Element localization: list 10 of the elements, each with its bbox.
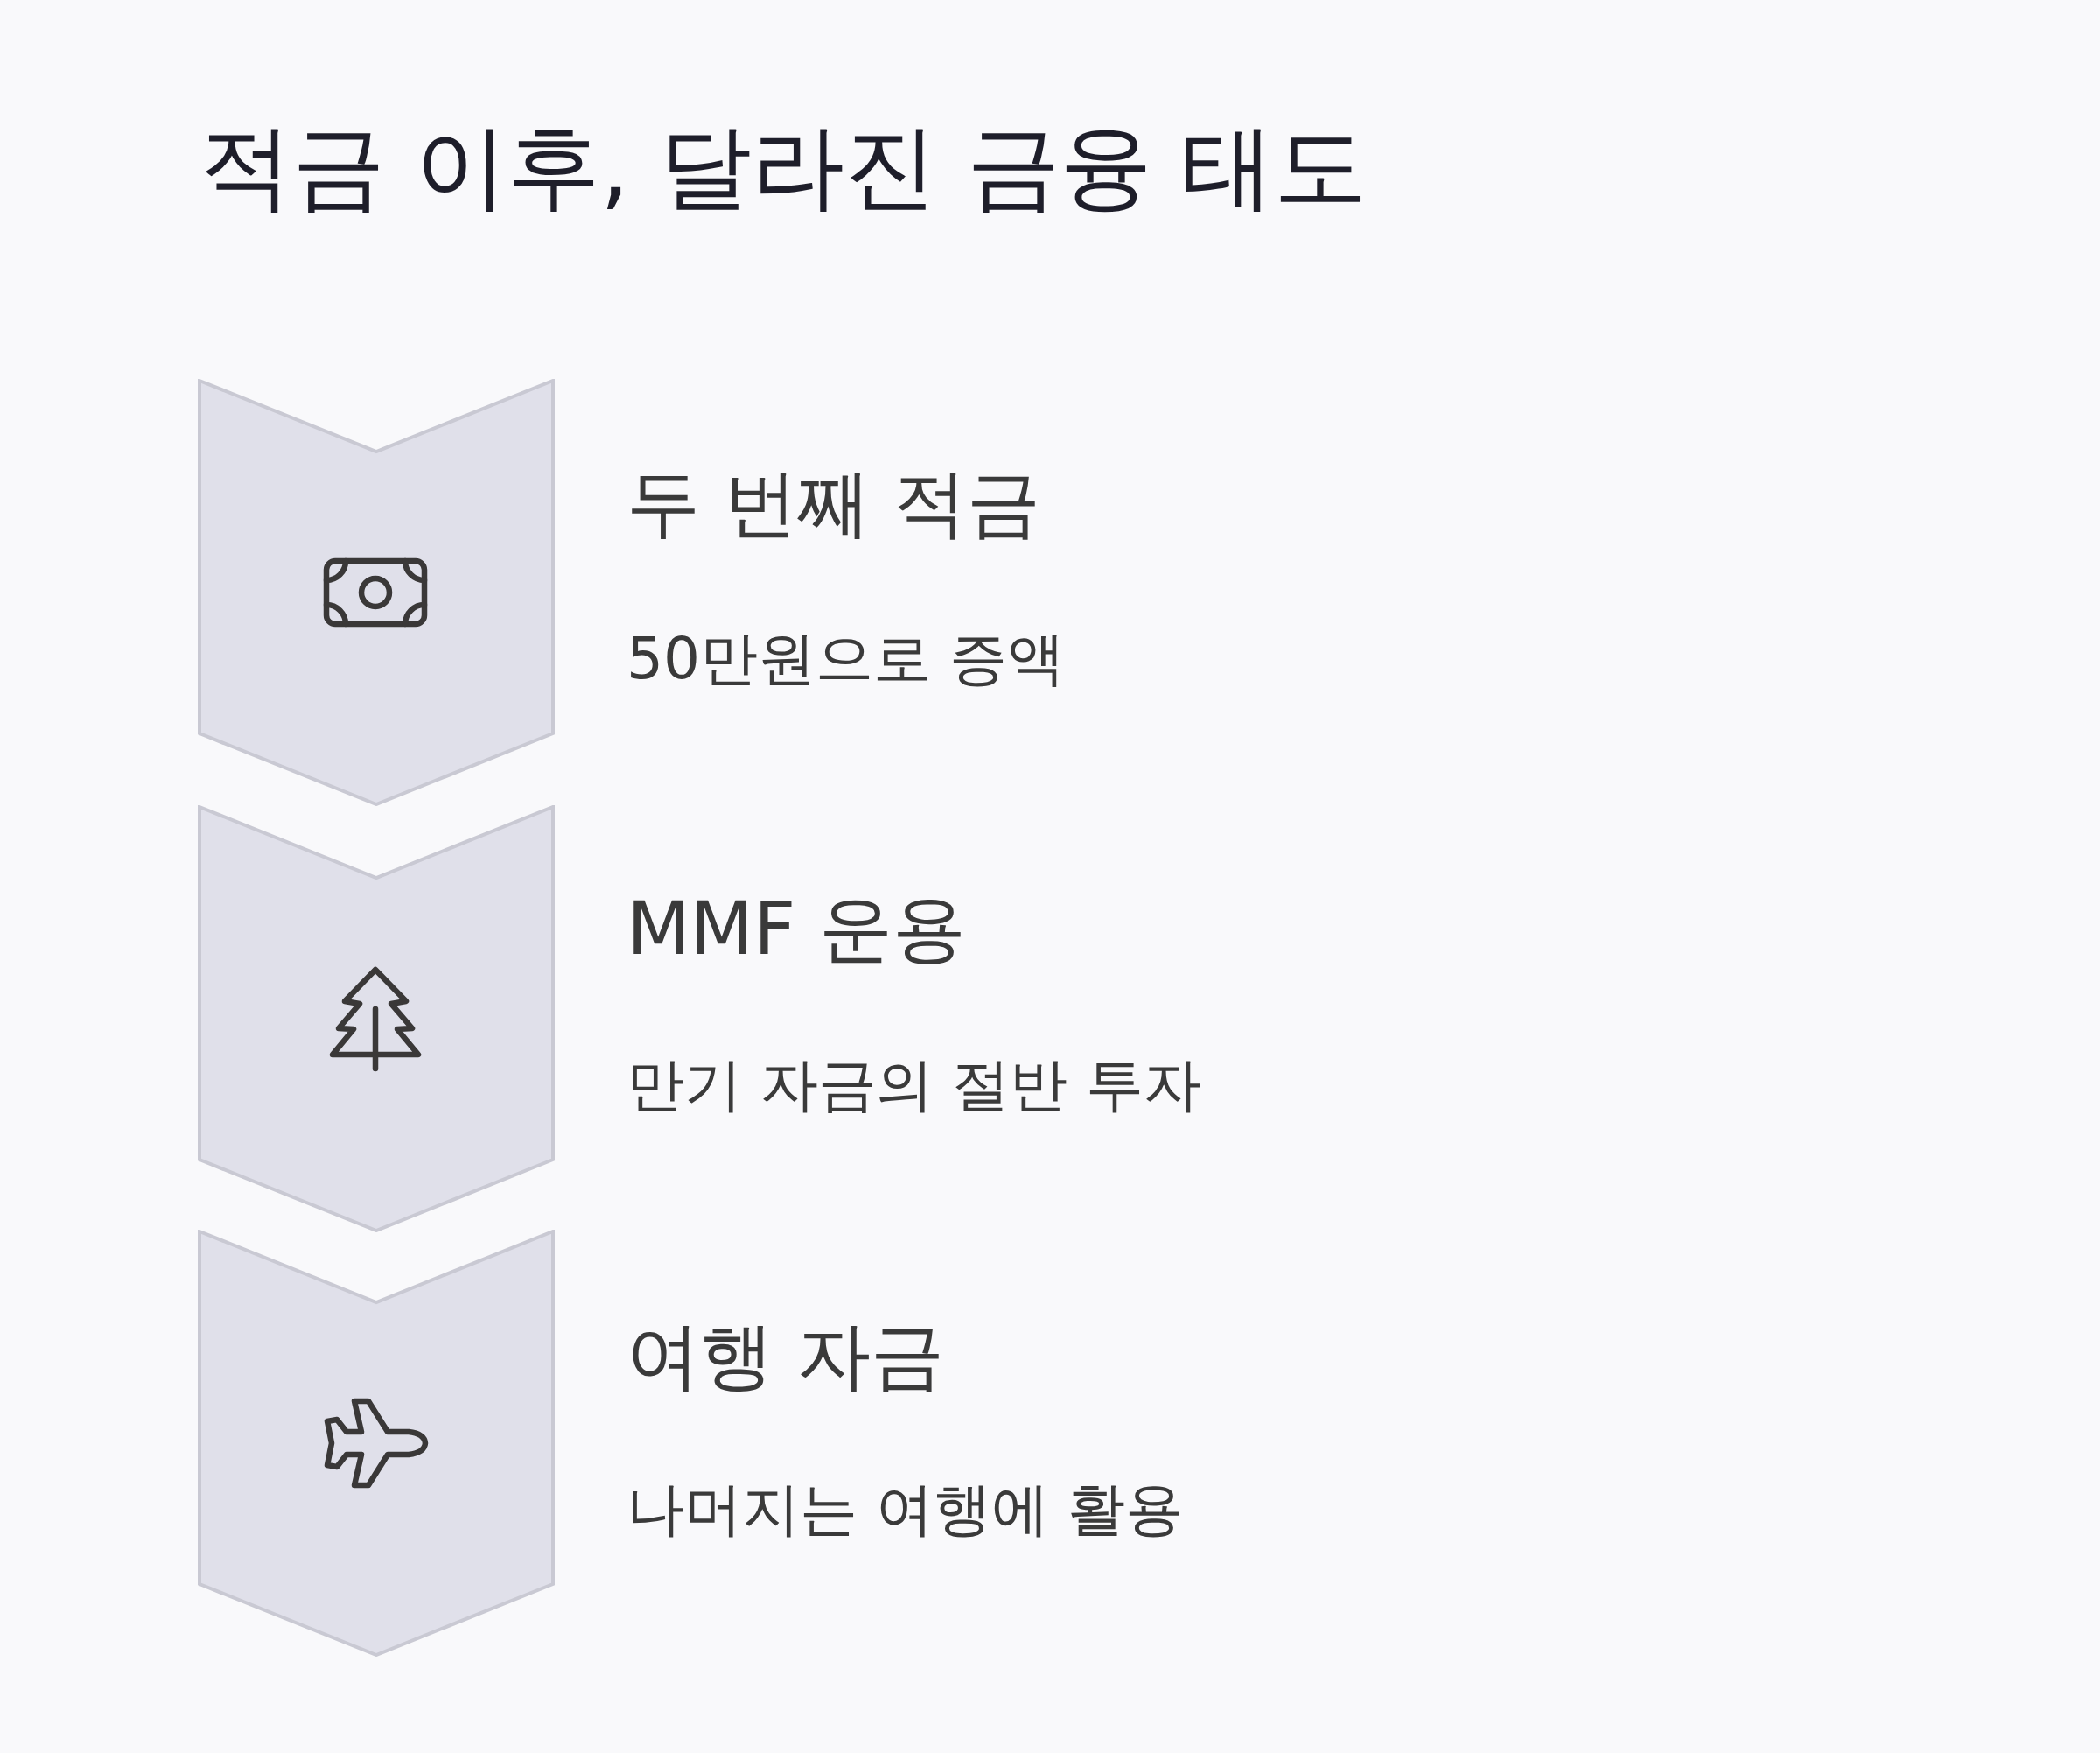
diagram-title: 적금 이후, 달라진 금융 태도 — [200, 112, 1368, 223]
chevron-shape — [198, 379, 555, 806]
step-heading: MMF 운용 — [626, 884, 966, 973]
chevron-shape — [198, 1230, 555, 1657]
step-heading: 두 번째 적금 — [626, 459, 1041, 548]
step-description: 50만원으로 증액 — [626, 624, 1065, 694]
chevron-shape — [198, 805, 555, 1232]
step-heading: 여행 자금 — [626, 1311, 944, 1400]
step-description: 만기 자금의 절반 투자 — [626, 1050, 1201, 1120]
step-description: 나머지는 여행에 활용 — [626, 1475, 1183, 1545]
